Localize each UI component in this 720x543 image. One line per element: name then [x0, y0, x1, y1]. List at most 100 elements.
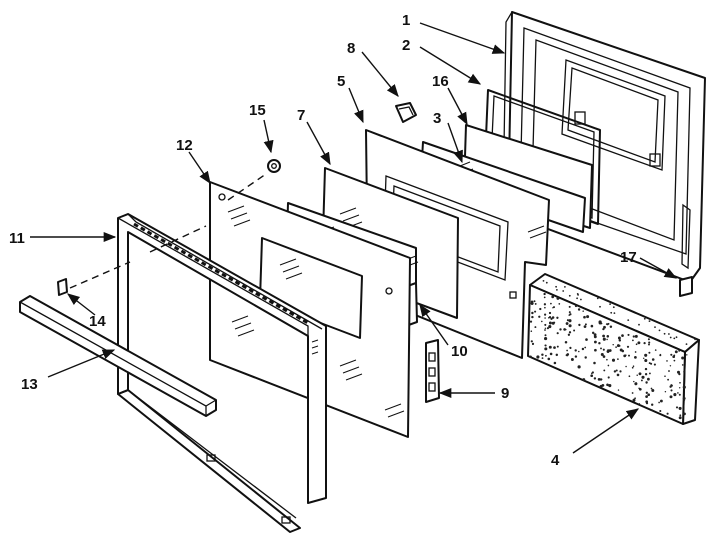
speckle-dot — [679, 414, 682, 417]
speckle-dot — [576, 297, 578, 300]
speckle-dot — [556, 345, 559, 348]
speckle-dot — [636, 374, 638, 376]
speckle-dot — [670, 389, 673, 392]
speckle-dot — [681, 364, 684, 366]
speckle-dot — [602, 337, 606, 341]
speckle-dot — [605, 323, 608, 325]
speckle-dot — [628, 354, 630, 357]
vent-slot — [248, 288, 254, 294]
speckle-dot — [669, 365, 672, 367]
speckle-dot — [613, 312, 616, 314]
speckle-dot — [674, 350, 678, 354]
speckle-dot — [544, 317, 546, 319]
speckle-dot — [677, 370, 680, 374]
callout-13: 13 — [21, 376, 38, 393]
speckle-dot — [651, 409, 653, 411]
speckle-dot — [531, 315, 534, 319]
speckle-dot — [631, 366, 634, 369]
speckle-dot — [632, 335, 635, 338]
speckle-dot — [553, 321, 556, 324]
callout-12: 12 — [176, 137, 193, 154]
speckle-dot — [648, 362, 651, 365]
speckle-dot — [543, 303, 547, 306]
speckle-dot — [544, 327, 547, 330]
speckle-dot — [565, 322, 568, 325]
speckle-dot — [548, 345, 552, 349]
vent-slot — [194, 257, 200, 263]
speckle-dot — [645, 400, 649, 404]
speckle-dot — [638, 403, 641, 405]
speckle-dot — [582, 378, 586, 382]
speckle-dot — [568, 319, 572, 323]
speckle-dot — [559, 328, 562, 331]
speckle-dot — [568, 331, 572, 334]
speckle-dot — [534, 310, 537, 313]
speckle-dot — [658, 329, 661, 332]
speckle-dot — [602, 327, 605, 331]
speckle-dot — [668, 370, 670, 372]
speckle-dot — [582, 310, 584, 312]
speckle-dot — [642, 357, 645, 360]
speckle-dot — [603, 369, 606, 372]
vent-slot — [255, 291, 261, 297]
speckle-dot — [556, 296, 560, 300]
speckle-dot — [536, 355, 540, 359]
callout-labels: 1 2 3 4 5 7 8 9 10 11 12 13 14 15 16 17 — [9, 12, 637, 469]
speckle-dot — [634, 351, 637, 353]
speckle-dot — [678, 387, 681, 389]
callout-11: 11 — [9, 230, 25, 247]
speckle-dot — [547, 357, 551, 361]
speckle-dot — [584, 346, 587, 349]
speckle-dot — [532, 343, 534, 345]
speckle-dot — [586, 315, 590, 319]
speckle-dot — [539, 307, 542, 311]
speckle-dot — [556, 316, 559, 319]
speckle-dot — [668, 333, 670, 335]
speckle-dot — [683, 412, 686, 416]
speckle-dot — [534, 326, 537, 329]
vent-slot — [214, 268, 220, 274]
speckle-dot — [544, 313, 547, 316]
speckle-dot — [617, 336, 621, 340]
speckle-dot — [647, 393, 651, 397]
speckle-dot — [628, 375, 631, 378]
speckle-dot — [548, 311, 552, 315]
callout-14: 14 — [89, 313, 106, 330]
speckle-dot — [615, 369, 618, 372]
speckle-dot — [548, 321, 552, 325]
vent-slot — [288, 311, 295, 317]
speckle-dot — [659, 354, 662, 357]
speckle-dot — [596, 297, 599, 300]
speckle-dot — [544, 337, 548, 341]
speckle-dot — [669, 385, 672, 388]
vent-slot — [173, 245, 180, 251]
speckle-dot — [574, 349, 577, 352]
speckle-dot — [637, 341, 641, 345]
speckle-dot — [529, 355, 532, 358]
speckle-dot — [555, 353, 559, 357]
callout-16: 16 — [432, 73, 449, 90]
speckle-dot — [591, 331, 595, 335]
speckle-dot — [607, 364, 610, 367]
speckle-dot — [669, 336, 672, 339]
speckle-dot — [550, 302, 552, 305]
speckle-dot — [635, 343, 638, 346]
speckle-dot — [612, 306, 615, 309]
speckle-dot — [534, 302, 537, 305]
part-8-hinge-clip — [395, 102, 417, 123]
frame-vent-slots — [133, 222, 308, 324]
speckle-dot — [598, 342, 601, 345]
speckle-dot — [678, 393, 681, 396]
speckle-dot — [666, 412, 669, 415]
speckle-dot — [545, 281, 548, 284]
speckle-dot — [590, 324, 594, 328]
speckle-dot — [558, 303, 561, 305]
speckle-dot — [609, 325, 613, 329]
speckle-dot — [583, 315, 586, 319]
vent-slot — [140, 226, 146, 232]
speckle-dot — [686, 354, 688, 356]
speckle-dot — [544, 306, 546, 309]
speckle-dot — [682, 383, 685, 386]
speckle-dot — [627, 333, 630, 336]
speckle-dot — [568, 324, 572, 328]
